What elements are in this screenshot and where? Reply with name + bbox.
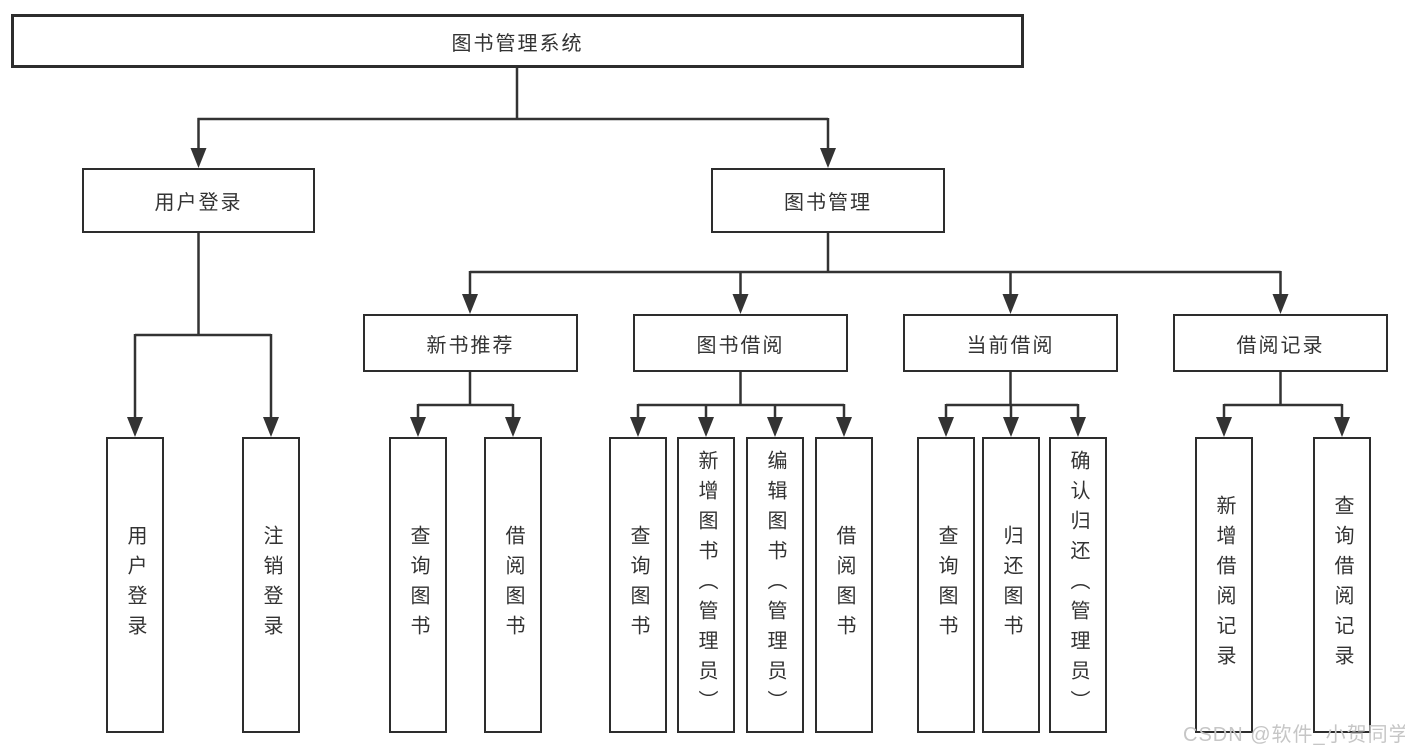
- leaf-br-query-record: 查询借阅记录: [1313, 437, 1371, 733]
- arrowhead: [1002, 294, 1019, 314]
- leaf-logout-label: 注销登录: [260, 525, 282, 645]
- leaf-logout: 注销登录: [242, 437, 300, 733]
- leaf-bb-borrow-books: 借阅图书: [815, 437, 873, 733]
- arrowhead: [505, 417, 521, 437]
- node-current-borrowing-label: 当前借阅: [966, 334, 1055, 357]
- leaf-br-add-record: 新增借阅记录: [1195, 437, 1253, 733]
- node-book-borrowing: 图书借阅: [633, 314, 848, 372]
- node-new-book-recommend-label: 新书推荐: [426, 334, 515, 357]
- leaf-cb-return-books-label: 归还图书: [1000, 525, 1022, 645]
- leaf-cb-confirm-return: 确认归还（管理员）: [1049, 437, 1107, 733]
- node-book-borrowing-label: 图书借阅: [696, 334, 785, 357]
- leaf-bb-edit-books-label: 编辑图书（管理员）: [764, 450, 786, 720]
- arrowhead: [836, 417, 852, 437]
- leaf-bb-add-books: 新增图书（管理员）: [677, 437, 735, 733]
- leaf-br-add-record-label: 新增借阅记录: [1213, 495, 1235, 675]
- leaf-cb-confirm-return-label: 确认归还（管理员）: [1067, 450, 1089, 720]
- leaf-cb-return-books: 归还图书: [982, 437, 1040, 733]
- node-root: 图书管理系统: [11, 14, 1024, 68]
- arrowhead: [1272, 294, 1289, 314]
- csdn-watermark: CSDN @软件_小贺同学: [1183, 724, 1405, 746]
- arrowhead: [767, 417, 783, 437]
- node-root-label: 图书管理系统: [451, 32, 584, 55]
- node-user-login: 用户登录: [82, 168, 315, 233]
- arrowhead: [698, 417, 714, 437]
- node-book-management: 图书管理: [711, 168, 945, 233]
- node-borrowing-records-label: 借阅记录: [1236, 334, 1325, 357]
- leaf-nbr-query-books-label: 查询图书: [407, 525, 429, 645]
- leaf-cb-query-books-label: 查询图书: [935, 525, 957, 645]
- node-borrowing-records: 借阅记录: [1173, 314, 1388, 372]
- arrowhead: [190, 148, 207, 168]
- arrowhead: [1003, 417, 1019, 437]
- node-user-login-label: 用户登录: [154, 192, 243, 214]
- arrowhead: [410, 417, 426, 437]
- leaf-cb-query-books: 查询图书: [917, 437, 975, 733]
- arrowhead: [630, 417, 646, 437]
- arrowhead: [1334, 417, 1350, 437]
- leaf-user-login: 用户登录: [106, 437, 164, 733]
- arrowhead: [462, 294, 478, 314]
- node-current-borrowing: 当前借阅: [903, 314, 1118, 372]
- leaf-br-query-record-label: 查询借阅记录: [1331, 495, 1353, 675]
- arrowhead: [1070, 417, 1086, 437]
- leaf-bb-borrow-books-label: 借阅图书: [833, 525, 855, 645]
- arrowhead: [263, 417, 279, 437]
- leaf-user-login-label: 用户登录: [124, 525, 146, 645]
- connector-segments: [133, 68, 1344, 419]
- leaf-nbr-borrow-books: 借阅图书: [484, 437, 542, 733]
- arrowhead: [820, 148, 836, 168]
- leaf-bb-add-books-label: 新增图书（管理员）: [695, 450, 717, 720]
- leaf-bb-edit-books: 编辑图书（管理员）: [746, 437, 804, 733]
- leaf-nbr-borrow-books-label: 借阅图书: [502, 525, 524, 645]
- arrowhead: [732, 294, 749, 314]
- arrowhead: [938, 417, 954, 437]
- leaf-bb-query-books: 查询图书: [609, 437, 667, 733]
- leaf-nbr-query-books: 查询图书: [389, 437, 447, 733]
- node-book-management-label: 图书管理: [784, 192, 872, 214]
- leaf-bb-query-books-label: 查询图书: [627, 525, 649, 645]
- arrowhead: [127, 417, 143, 437]
- arrowhead: [1216, 417, 1232, 437]
- node-new-book-recommend: 新书推荐: [363, 314, 578, 372]
